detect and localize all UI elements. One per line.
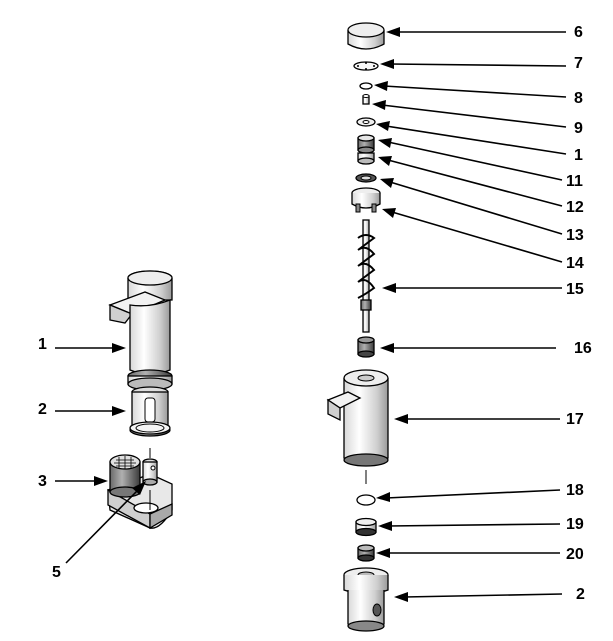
svg-text:11: 11 bbox=[566, 173, 583, 190]
svg-text:20: 20 bbox=[566, 546, 584, 563]
screw-part bbox=[362, 94, 370, 105]
callout-right-8: 8 bbox=[374, 81, 583, 107]
svg-text:14: 14 bbox=[566, 255, 584, 272]
callout-right-13: 13 bbox=[380, 178, 584, 244]
strainer-grid bbox=[114, 456, 136, 469]
callout-right-6: 6 bbox=[386, 24, 583, 41]
lower-body-part bbox=[343, 567, 389, 632]
callout-right-20: 20 bbox=[376, 546, 584, 563]
body-part bbox=[326, 369, 389, 484]
svg-text:3: 3 bbox=[38, 473, 47, 490]
cartridge-part bbox=[129, 386, 171, 437]
lower-o-ring-part bbox=[356, 494, 376, 506]
callout-right-12: 12 bbox=[378, 156, 584, 216]
handle-assembly-part bbox=[108, 270, 173, 375]
svg-text:2: 2 bbox=[576, 586, 585, 603]
svg-text:16: 16 bbox=[574, 340, 592, 357]
svg-text:19: 19 bbox=[566, 516, 584, 533]
callout-left-2: 2 bbox=[38, 401, 126, 418]
callout-right-18: 18 bbox=[376, 482, 584, 502]
svg-text:13: 13 bbox=[566, 227, 584, 244]
cap-part bbox=[347, 22, 385, 50]
callout-left-1: 1 bbox=[38, 336, 126, 353]
lower-nut-part bbox=[357, 544, 375, 562]
callout-right-7: 7 bbox=[380, 55, 583, 72]
callout-left-5: 5 bbox=[52, 481, 146, 581]
left-body-ring bbox=[127, 369, 173, 391]
callout-right-15: 15 bbox=[382, 281, 584, 298]
svg-text:1: 1 bbox=[574, 147, 583, 164]
svg-text:17: 17 bbox=[566, 411, 584, 428]
svg-text:9: 9 bbox=[574, 120, 583, 137]
callout-right-11: 11 bbox=[378, 138, 583, 190]
gasket-plate-part bbox=[353, 61, 379, 71]
svg-text:15: 15 bbox=[566, 281, 584, 298]
stem-spring-part bbox=[357, 219, 376, 333]
left-assembly bbox=[107, 270, 173, 530]
seat-part bbox=[357, 336, 375, 358]
bushing-part bbox=[355, 517, 377, 537]
bonnet-part bbox=[351, 187, 381, 213]
svg-text:2: 2 bbox=[38, 401, 47, 418]
callout-left-3: 3 bbox=[38, 473, 108, 490]
svg-text:12: 12 bbox=[566, 199, 584, 216]
svg-text:7: 7 bbox=[574, 55, 583, 72]
callout-right-19: 19 bbox=[378, 516, 584, 533]
fitting-part bbox=[142, 448, 158, 486]
svg-text:18: 18 bbox=[566, 482, 584, 499]
ring-part bbox=[357, 152, 375, 165]
callout-right-14: 14 bbox=[382, 208, 584, 272]
callout-right-17: 17 bbox=[394, 411, 584, 428]
callout-right-2: 2 bbox=[394, 586, 585, 603]
callout-right-16: 16 bbox=[380, 340, 592, 357]
svg-text:5: 5 bbox=[52, 564, 61, 581]
valve-body-part bbox=[107, 454, 173, 530]
svg-text:1: 1 bbox=[38, 336, 47, 353]
right-assembly bbox=[326, 22, 389, 632]
svg-text:6: 6 bbox=[574, 24, 583, 41]
svg-text:8: 8 bbox=[574, 90, 583, 107]
nut-part bbox=[357, 134, 375, 154]
callout-right-9: 9 bbox=[372, 100, 583, 137]
o-ring-part bbox=[359, 82, 373, 90]
callout-right-1: 1 bbox=[376, 121, 583, 164]
